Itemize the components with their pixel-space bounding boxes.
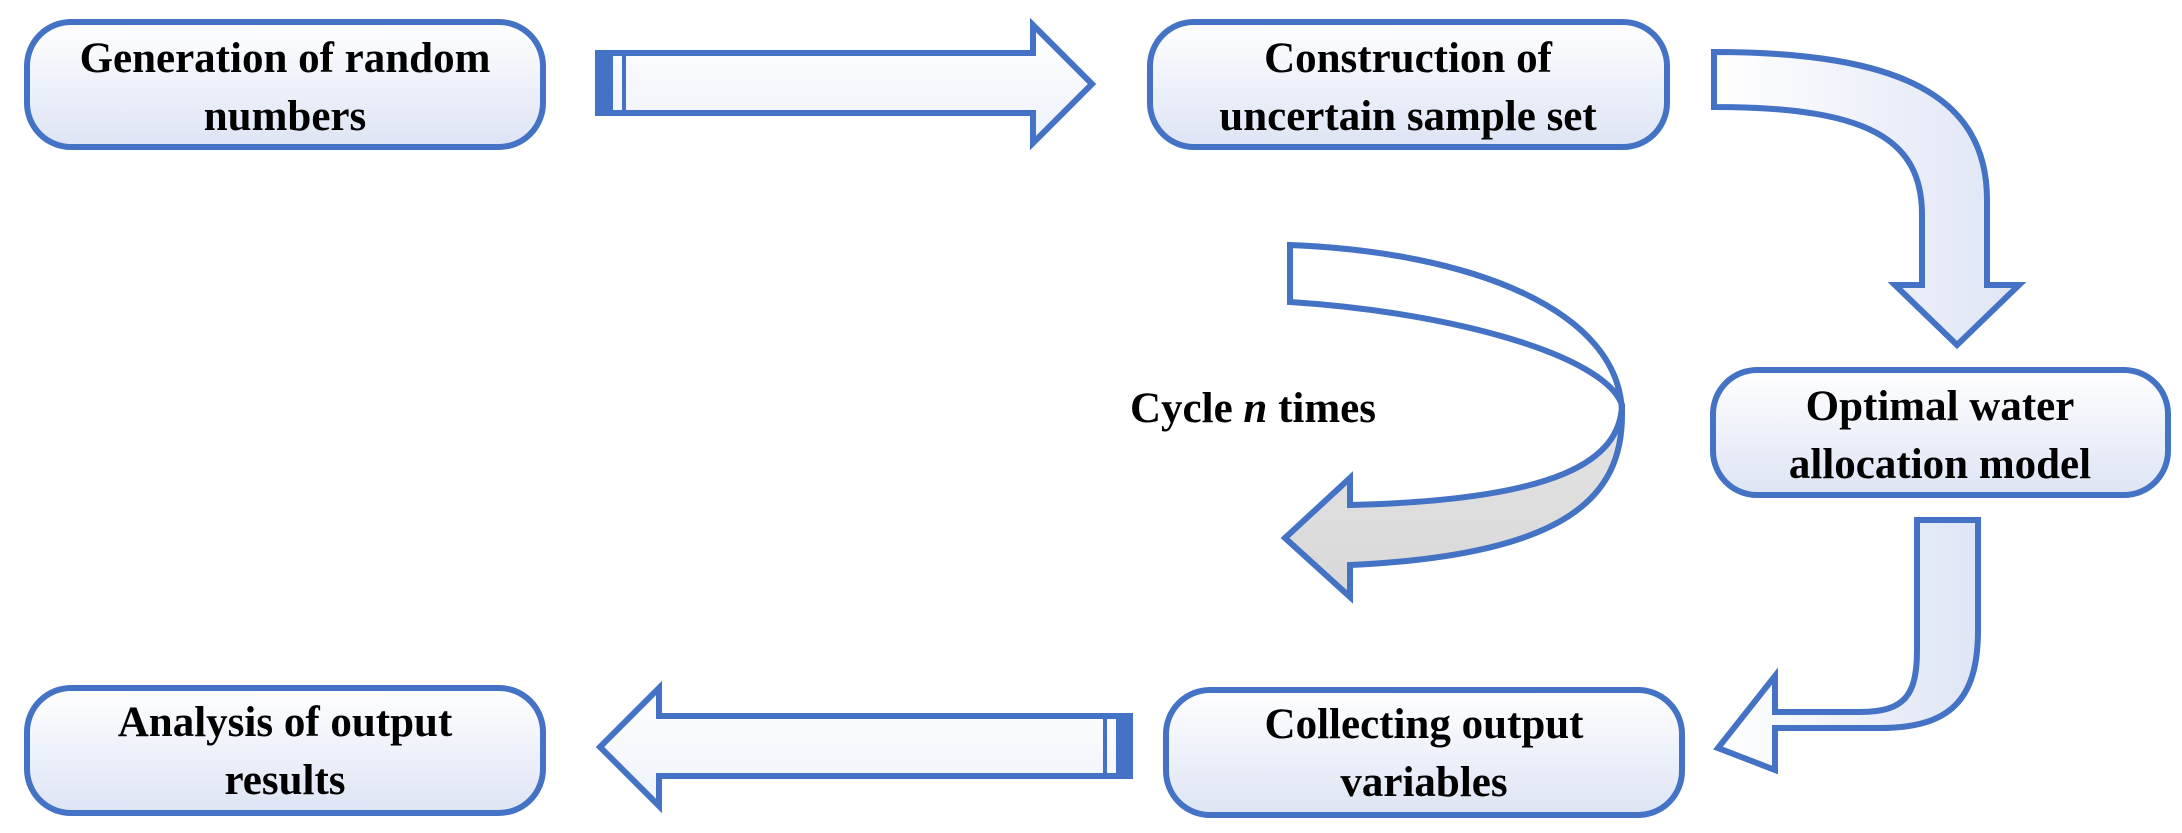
arrow-model-to-collecting bbox=[1713, 517, 1981, 775]
node-random-numbers: Generation of random numbers bbox=[24, 19, 546, 150]
arrow-random-to-sample bbox=[595, 17, 1097, 151]
cycle-label-suffix: times bbox=[1267, 385, 1376, 432]
arrow-collecting-to-analysis bbox=[595, 680, 1133, 814]
node-sample-set: Construction of uncertain sample set bbox=[1147, 19, 1670, 150]
node-collecting-outputs-line1: Collecting output bbox=[1265, 701, 1585, 748]
node-sample-set-line2: uncertain sample set bbox=[1219, 93, 1597, 140]
cycle-label-prefix: Cycle bbox=[1130, 385, 1243, 432]
cycle-label-variable: n bbox=[1243, 385, 1267, 432]
node-random-numbers-line2: numbers bbox=[204, 93, 366, 140]
arrow-sample-to-model bbox=[1711, 48, 2027, 350]
node-allocation-model-line1: Optimal water bbox=[1806, 383, 2075, 430]
node-allocation-model: Optimal water allocation model bbox=[1710, 367, 2171, 498]
node-sample-set-line1: Construction of bbox=[1264, 35, 1553, 82]
node-collecting-outputs: Collecting output variables bbox=[1163, 687, 1685, 818]
node-analysis-results-line1: Analysis of output bbox=[118, 699, 453, 746]
cycle-label: Cycle n times bbox=[1130, 385, 1376, 432]
node-random-numbers-line1: Generation of random bbox=[80, 35, 491, 82]
cycle-arrow bbox=[1280, 241, 1626, 604]
node-analysis-results: Analysis of output results bbox=[24, 685, 546, 816]
node-allocation-model-line2: allocation model bbox=[1789, 441, 2091, 488]
node-collecting-outputs-line2: variables bbox=[1340, 759, 1507, 806]
node-analysis-results-line2: results bbox=[224, 757, 345, 804]
